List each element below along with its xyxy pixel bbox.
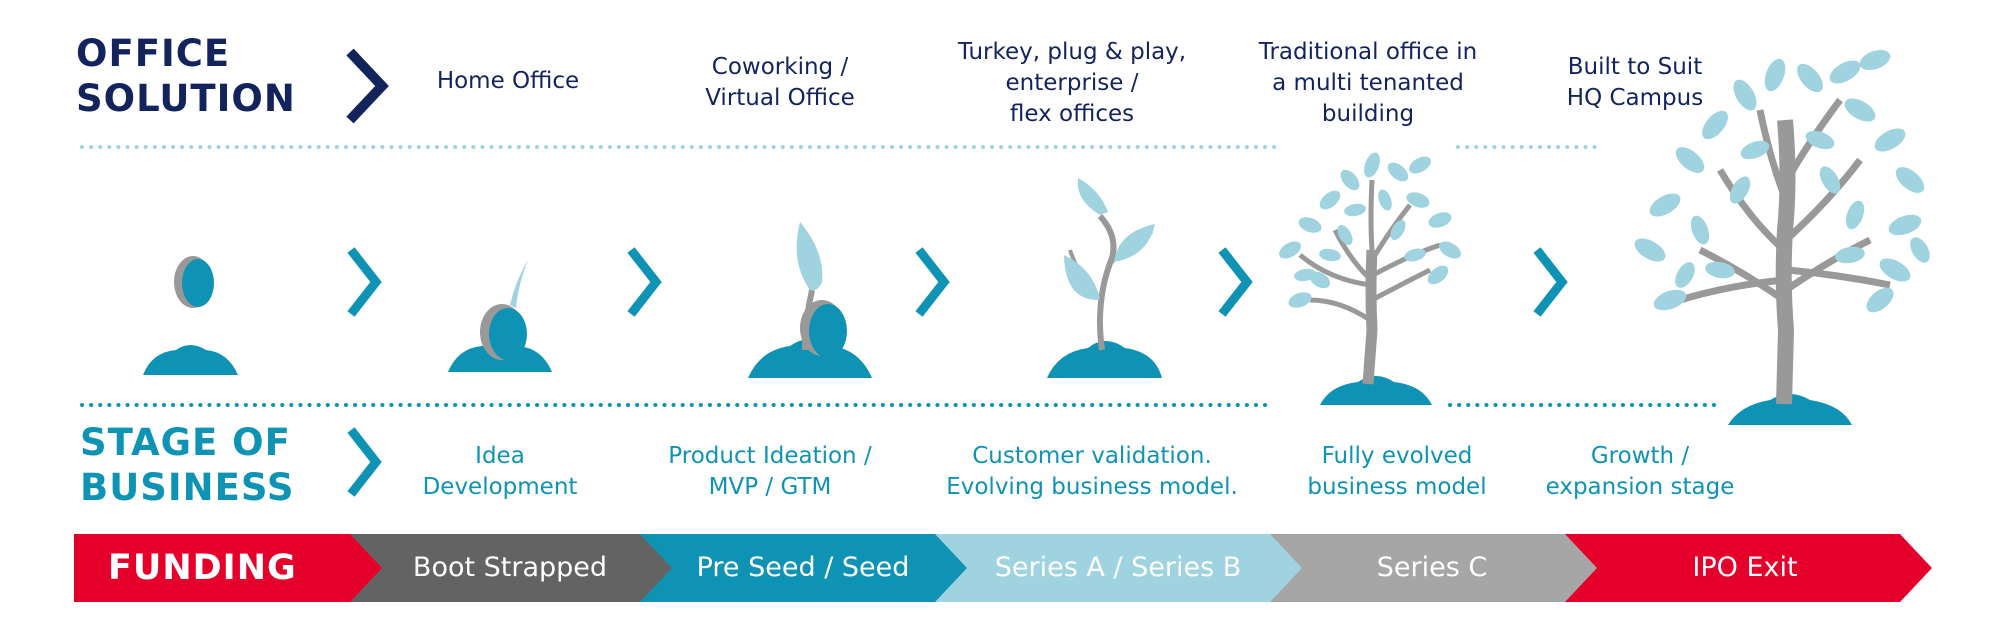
funding-title-segment <box>74 534 382 602</box>
funding-segment-ipo-exit <box>1565 534 1932 602</box>
funding-stage-label: Pre Seed / Seed <box>696 552 910 583</box>
funding-segment-series-c <box>1270 534 1597 602</box>
sprouting-seed-icon <box>448 260 552 372</box>
chevron-right-icon <box>347 247 382 317</box>
office-solution-item: Traditional office in a multi tenanted b… <box>1258 39 1478 127</box>
stage-of-business-item: Idea Development <box>422 443 578 500</box>
large-tree-icon <box>1634 49 1930 425</box>
chevron-right-icon <box>627 247 662 317</box>
chevron-right-icon <box>1218 247 1253 317</box>
office-solution-item: Home Office <box>436 68 580 94</box>
stage-of-business-item: Product Ideation / MVP / GTM <box>668 443 872 500</box>
stage-of-business-item: Fully evolved business model <box>1307 443 1487 500</box>
stage-of-business-item: Growth / expansion stage <box>1545 443 1735 500</box>
stage-of-business-heading: STAGE OF BUSINESS <box>80 421 295 509</box>
chevron-right-icon <box>346 48 389 124</box>
funding-stage-label: Series C <box>1376 552 1488 583</box>
funding-stage-label: Boot Strapped <box>412 552 608 583</box>
chevron-right-icon <box>1533 247 1568 317</box>
seed-icon <box>143 256 238 375</box>
funding-segment-series-a-b <box>935 534 1302 602</box>
chevron-right-icon <box>915 247 950 317</box>
small-tree-icon <box>1279 152 1461 405</box>
funding-segment-pre-seed <box>640 534 967 602</box>
funding-heading: FUNDING <box>108 548 297 588</box>
funding-bar <box>74 534 1932 602</box>
seedling-icon <box>748 222 872 378</box>
office-solution-item: Built to Suit HQ Campus <box>1566 54 1704 111</box>
office-solution-item: Turkey, plug & play, enterprise / flex o… <box>957 39 1187 127</box>
funding-stage-label: IPO Exit <box>1692 552 1798 583</box>
office-solution-heading: OFFICE SOLUTION <box>76 32 296 120</box>
stage-of-business-item: Customer validation. Evolving business m… <box>946 443 1238 500</box>
funding-segment-boot-strapped <box>350 534 672 602</box>
office-solution-item: Coworking / Virtual Office <box>705 54 855 111</box>
funding-stage-label: Series A / Series B <box>994 552 1242 583</box>
young-plant-icon <box>1047 178 1162 378</box>
chevron-right-icon <box>347 427 382 497</box>
